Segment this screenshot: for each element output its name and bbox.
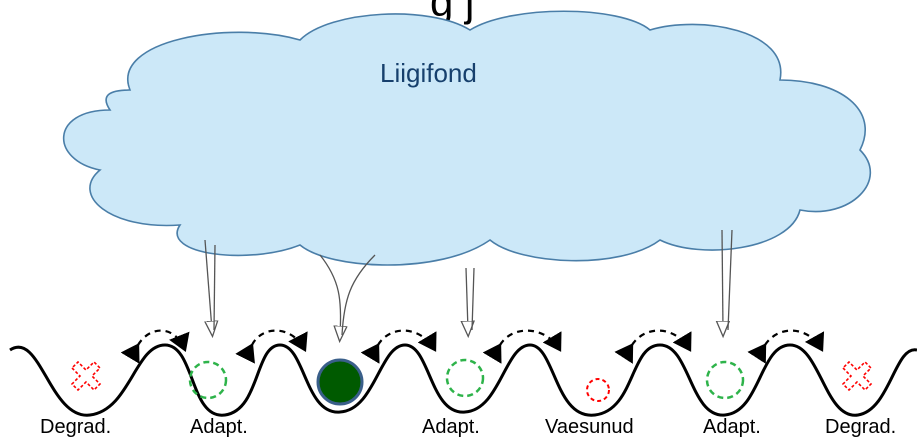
dark-green-filled-circle-icon	[316, 358, 364, 406]
valley-label-degrad-left: Degrad.	[40, 416, 112, 438]
valley-label-degrad-right: Degrad.	[825, 416, 897, 438]
green-dashed-circle-icon	[445, 358, 485, 398]
cloud-label: Liigifond	[380, 58, 477, 88]
valley-label-vaesunud: Vaesunud	[545, 416, 634, 438]
valley-label-adapt-2: Adapt.	[422, 416, 480, 438]
red-dashed-cross-icon	[70, 360, 102, 392]
valley-label-adapt-3: Adapt.	[703, 416, 761, 438]
red-dashed-cross-icon	[841, 360, 873, 392]
green-dashed-circle-icon	[705, 360, 745, 400]
species-pool-cloud	[62, 10, 872, 266]
colonization-arrows	[205, 229, 733, 335]
migration-arrows	[120, 329, 825, 364]
green-dashed-circle-icon	[188, 360, 228, 400]
small-red-dashed-circle-icon	[586, 378, 610, 402]
landscape-line	[9, 343, 917, 417]
valley-label-adapt-1: Adapt.	[190, 416, 248, 438]
